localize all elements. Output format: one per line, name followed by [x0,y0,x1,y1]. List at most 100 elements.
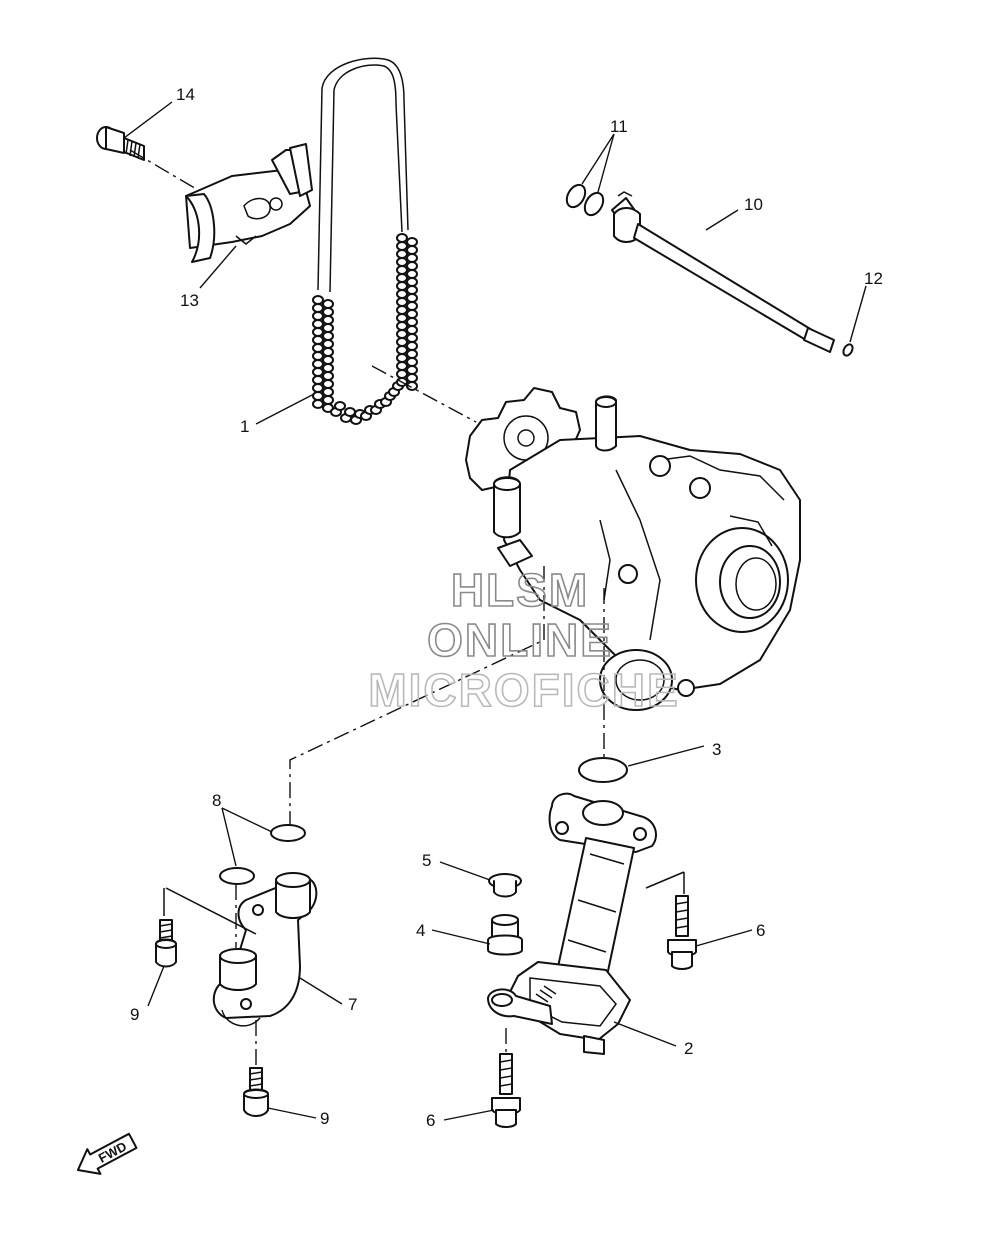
callout-8: 8 [212,791,221,810]
chain-link [406,365,418,375]
callout-14: 14 [176,85,195,104]
part-9-bolt-lower [243,1067,269,1117]
chain-link [312,383,324,393]
part-4-grommet [487,914,523,956]
chain-link [322,387,334,397]
chain-link [312,391,324,401]
watermark-line-3: MICROFICHE [368,664,679,716]
part-1-drive-chain [312,57,418,425]
chain-link [396,281,408,291]
chain-link [312,399,324,409]
chain-link [396,241,408,251]
part-12-o-ring [842,343,854,357]
oil-pump-assembly [465,387,801,711]
watermark-line-1: HLSM [451,564,589,616]
part-6-bolt-lower [491,1053,521,1128]
chain-link [322,379,334,389]
callout-11: 11 [610,117,628,136]
chain-link [406,317,418,327]
part-7-oil-pipe [212,872,318,1027]
chain-link [396,329,408,339]
chain-link [322,355,334,365]
callout-10: 10 [744,195,763,214]
chain-link [406,381,418,391]
callout-2: 2 [684,1039,693,1058]
part-5-cap [488,873,522,898]
callout-6-upper: 6 [756,921,765,940]
chain-link [312,319,324,329]
chain-link [322,307,334,317]
chain-link [312,359,324,369]
part-3-o-ring [578,757,628,783]
chain-link [396,369,408,379]
chain-link [396,257,408,267]
chain-link [322,371,334,381]
callout-5: 5 [422,851,431,870]
leader-lines [123,101,867,1121]
chain-link [396,353,408,363]
chain-link [312,351,324,361]
chain-link [396,249,408,259]
callout-7: 7 [348,995,357,1014]
part-10-oil-pipe [611,191,835,353]
chain-link [396,337,408,347]
chain-link [322,363,334,373]
chain-link [312,327,324,337]
part-6-bolt-upper [667,895,697,970]
chain-link [396,273,408,283]
chain-link [406,325,418,335]
callout-9-upper: 9 [130,1005,139,1024]
chain-link [406,357,418,367]
assembly-lines [129,149,685,1068]
chain-link [406,333,418,343]
part-11-o-rings [565,183,605,217]
chain-link [312,375,324,385]
chain-link [406,373,418,383]
chain-links [312,233,418,425]
callout-13: 13 [180,291,199,310]
chain-link [322,299,334,309]
callout-6-lower: 6 [426,1111,435,1130]
chain-link [406,285,418,295]
part-8-o-rings [219,824,306,885]
part-14-bolt [96,126,145,161]
chain-link [406,341,418,351]
chain-link [406,245,418,255]
chain-link [396,313,408,323]
callout-4: 4 [416,921,425,940]
chain-link [396,265,408,275]
part-13-chain-guide [185,143,313,263]
chain-link [312,303,324,313]
chain-link [312,367,324,377]
callout-9-lower: 9 [320,1109,329,1128]
watermark: HLSM ONLINE MICROFICHE [368,563,679,717]
chain-link [312,343,324,353]
chain-link [396,305,408,315]
callout-3: 3 [712,740,721,759]
part-9-bolt-upper [155,919,177,968]
chain-link [322,315,334,325]
chain-link [344,407,356,417]
chain-link [406,309,418,319]
part-2-oil-strainer [487,792,657,1055]
chain-link [322,323,334,333]
callout-12: 12 [864,269,883,288]
chain-link [334,401,346,411]
chain-link [406,301,418,311]
fwd-arrow-icon: FWD [76,1132,138,1175]
chain-link [322,339,334,349]
chain-link [396,297,408,307]
chain-link [396,321,408,331]
callout-1: 1 [240,417,249,436]
chain-link [406,269,418,279]
watermark-line-2: ONLINE [427,614,613,666]
callout-labels: 14 13 1 11 10 12 3 8 5 4 6 2 7 9 9 6 [130,85,883,1130]
chain-link [322,331,334,341]
chain-link [312,335,324,345]
chain-link [396,361,408,371]
chain-link [406,277,418,287]
chain-link [322,395,334,405]
chain-link [406,349,418,359]
chain-link [396,289,408,299]
